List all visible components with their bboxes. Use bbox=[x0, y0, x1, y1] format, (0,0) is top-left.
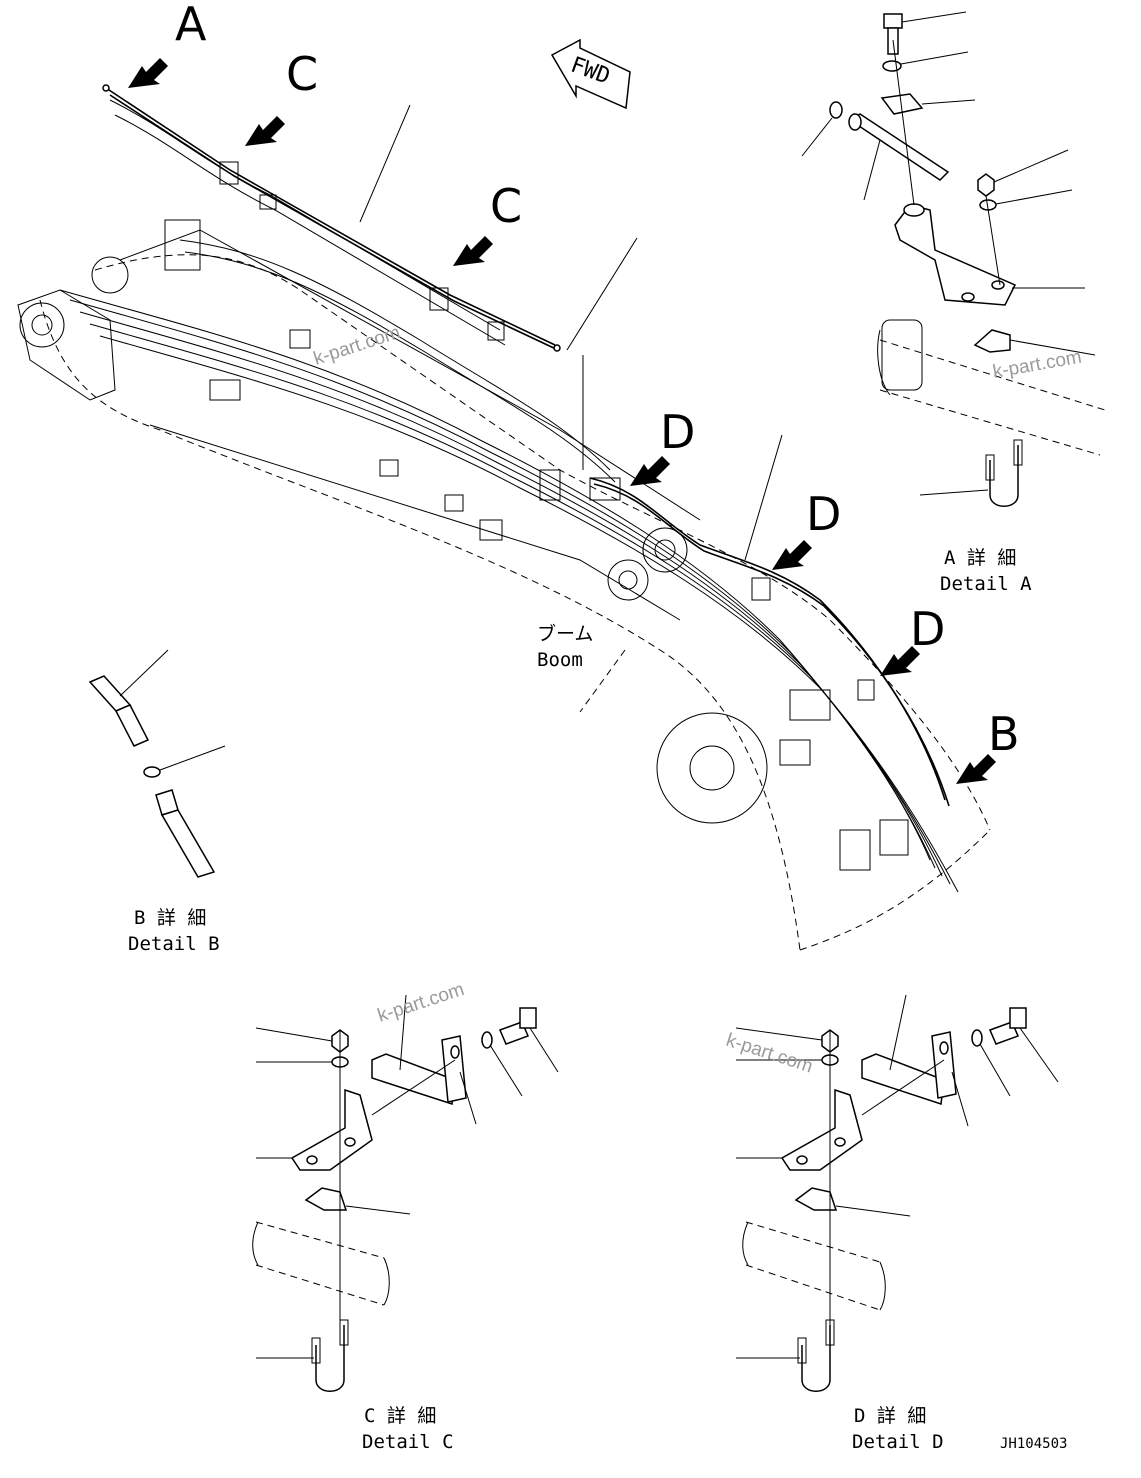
callout-a: A bbox=[175, 0, 207, 51]
detail-c-drawing bbox=[252, 994, 559, 1392]
arrow-c2 bbox=[453, 236, 493, 266]
arrow-c1 bbox=[245, 116, 285, 146]
arrow-a bbox=[128, 58, 168, 88]
arrow-d3 bbox=[880, 646, 920, 676]
callout-c-2: C bbox=[490, 179, 522, 233]
boom-label-jp: ブーム bbox=[537, 622, 593, 645]
callout-c-1: C bbox=[286, 47, 318, 101]
boom-assembly bbox=[17, 219, 991, 951]
fwd-direction-arrow: FWD bbox=[550, 38, 631, 110]
callout-arrows bbox=[128, 58, 996, 784]
callout-d-3: D bbox=[910, 602, 945, 656]
boom-leader bbox=[579, 649, 626, 713]
detail-d-title-en: Detail D bbox=[852, 1431, 944, 1453]
detail-d-drawing bbox=[735, 994, 1059, 1392]
detail-b-title-en: Detail B bbox=[128, 933, 220, 955]
boom-label-en: Boom bbox=[537, 649, 583, 671]
watermark-2: k-part.com bbox=[991, 347, 1083, 383]
detail-a-title-jp: A 詳 細 bbox=[944, 547, 1016, 569]
callout-d-2: D bbox=[806, 487, 841, 541]
detail-a-title-en: Detail A bbox=[940, 573, 1032, 595]
arrow-d2 bbox=[772, 540, 812, 570]
callout-d-1: D bbox=[660, 405, 695, 459]
detail-b-drawing bbox=[88, 649, 226, 878]
detail-d-title-jp: D 詳 細 bbox=[854, 1405, 926, 1427]
detail-c-title-jp: C 詳 細 bbox=[364, 1405, 436, 1427]
grease-line bbox=[102, 84, 950, 807]
arrow-d1 bbox=[630, 456, 670, 486]
detail-b-title-jp: B 詳 細 bbox=[134, 907, 206, 929]
drawing-number: JH104503 bbox=[1000, 1436, 1067, 1452]
arrow-b bbox=[956, 754, 996, 784]
callout-b: B bbox=[988, 707, 1020, 761]
detail-c-title-en: Detail C bbox=[362, 1431, 454, 1453]
detail-a-drawing bbox=[801, 11, 1106, 507]
watermark-3: k-part.com bbox=[375, 979, 467, 1027]
